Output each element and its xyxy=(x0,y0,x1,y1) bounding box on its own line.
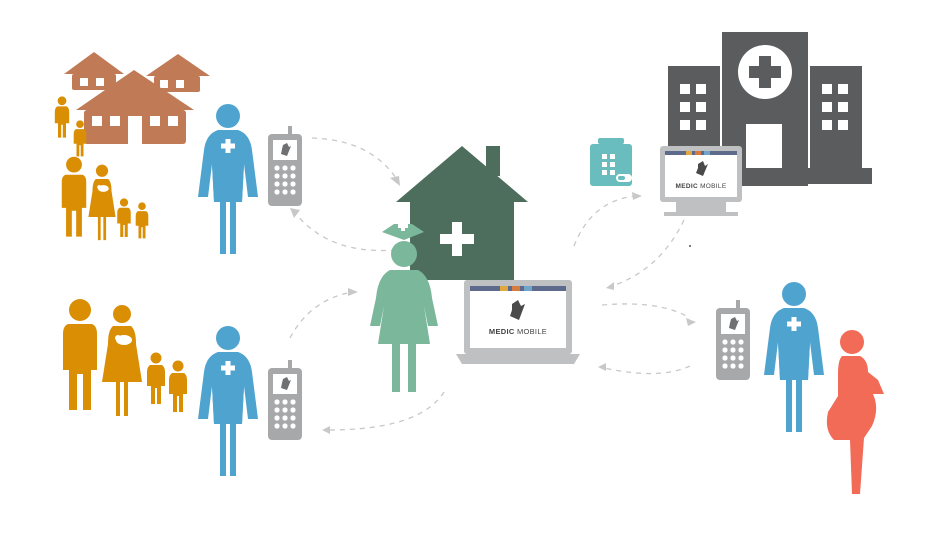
mobile-phone-icon xyxy=(716,300,750,380)
laptop-brand-label: MEDIC MOBILE xyxy=(489,327,547,336)
laptop-icon xyxy=(660,146,742,216)
laptop-icon xyxy=(456,280,580,364)
arrowhead-icon xyxy=(290,176,696,434)
dot-mark xyxy=(689,245,691,247)
dashed-arrow-icon xyxy=(289,137,691,431)
family-icon xyxy=(63,299,187,416)
laptop-brand-label: MEDIC MOBILE xyxy=(676,183,727,190)
health-worker-icon xyxy=(198,104,258,254)
health-worker-icon xyxy=(764,282,824,432)
villager-icon xyxy=(54,96,87,157)
medic-mobile-logo-icon xyxy=(510,300,525,320)
mobile-phone-icon xyxy=(268,126,302,206)
pregnant-woman-icon xyxy=(826,330,884,494)
family-icon xyxy=(61,156,149,241)
clinic-house-icon xyxy=(396,146,528,280)
hut-icon xyxy=(64,52,210,144)
pharmacy-kit-icon xyxy=(590,138,632,186)
health-worker-icon xyxy=(198,326,258,476)
nurse-icon xyxy=(370,221,438,392)
mobile-phone-icon xyxy=(268,360,302,440)
medic-mobile-logo-icon xyxy=(696,161,708,176)
